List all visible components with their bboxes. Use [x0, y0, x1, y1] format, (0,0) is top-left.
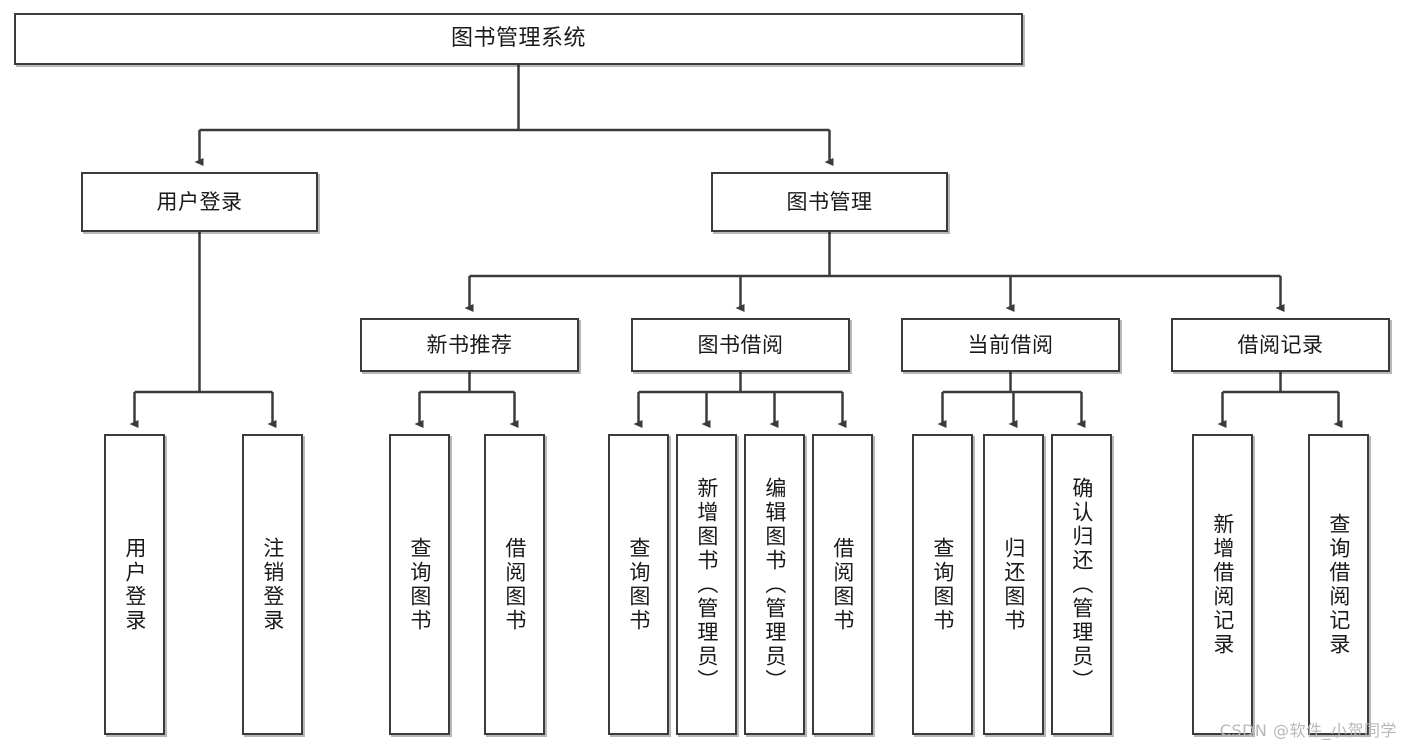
- node-label: 借阅图书: [502, 536, 527, 633]
- leaf-query-books-borrow[interactable]: 查询图书: [608, 434, 669, 735]
- leaf-borrow-books[interactable]: 借阅图书: [812, 434, 873, 735]
- node-label: 借阅记录: [1237, 332, 1324, 357]
- node-book-borrow[interactable]: 图书借阅: [631, 318, 850, 372]
- node-user-login[interactable]: 用户登录: [81, 172, 318, 232]
- node-current-borrow[interactable]: 当前借阅: [901, 318, 1120, 372]
- leaf-user-login[interactable]: 用户登录: [104, 434, 165, 735]
- node-label: 用户登录: [156, 189, 243, 214]
- leaf-add-book-admin[interactable]: 新增图书（管理员）: [676, 434, 737, 735]
- node-label: 归还图书: [1001, 536, 1026, 633]
- node-label: 借阅图书: [830, 536, 855, 633]
- node-label: 查询借阅记录: [1326, 512, 1351, 657]
- node-label: 新书推荐: [426, 332, 513, 357]
- node-label: 查询图书: [407, 536, 432, 633]
- leaf-confirm-return-admin[interactable]: 确认归还（管理员）: [1051, 434, 1112, 735]
- node-label: 注销登录: [260, 536, 285, 633]
- node-label: 图书管理: [786, 189, 873, 214]
- node-label: 新增图书（管理员）: [694, 476, 719, 693]
- node-label: 用户登录: [122, 536, 147, 633]
- node-new-book-recommend[interactable]: 新书推荐: [360, 318, 579, 372]
- watermark: CSDN @软件_小贺同学: [1219, 721, 1397, 740]
- node-label: 图书借阅: [697, 332, 784, 357]
- node-label: 图书管理系统: [450, 26, 586, 52]
- node-label: 查询图书: [626, 536, 651, 633]
- leaf-query-books-current[interactable]: 查询图书: [912, 434, 973, 735]
- node-label: 当前借阅: [967, 332, 1054, 357]
- leaf-add-borrow-record[interactable]: 新增借阅记录: [1192, 434, 1253, 735]
- leaf-query-borrow-record[interactable]: 查询借阅记录: [1308, 434, 1369, 735]
- leaf-logout[interactable]: 注销登录: [242, 434, 303, 735]
- node-label: 确认归还（管理员）: [1069, 476, 1094, 693]
- node-label: 查询图书: [930, 536, 955, 633]
- leaf-edit-book-admin[interactable]: 编辑图书（管理员）: [744, 434, 805, 735]
- node-borrow-records[interactable]: 借阅记录: [1171, 318, 1390, 372]
- node-root[interactable]: 图书管理系统: [14, 13, 1023, 65]
- node-book-management[interactable]: 图书管理: [711, 172, 948, 232]
- leaf-query-books-newbook[interactable]: 查询图书: [389, 434, 450, 735]
- leaf-borrow-books-newbook[interactable]: 借阅图书: [484, 434, 545, 735]
- node-label: 编辑图书（管理员）: [762, 476, 787, 693]
- node-label: 新增借阅记录: [1210, 512, 1235, 657]
- leaf-return-books[interactable]: 归还图书: [983, 434, 1044, 735]
